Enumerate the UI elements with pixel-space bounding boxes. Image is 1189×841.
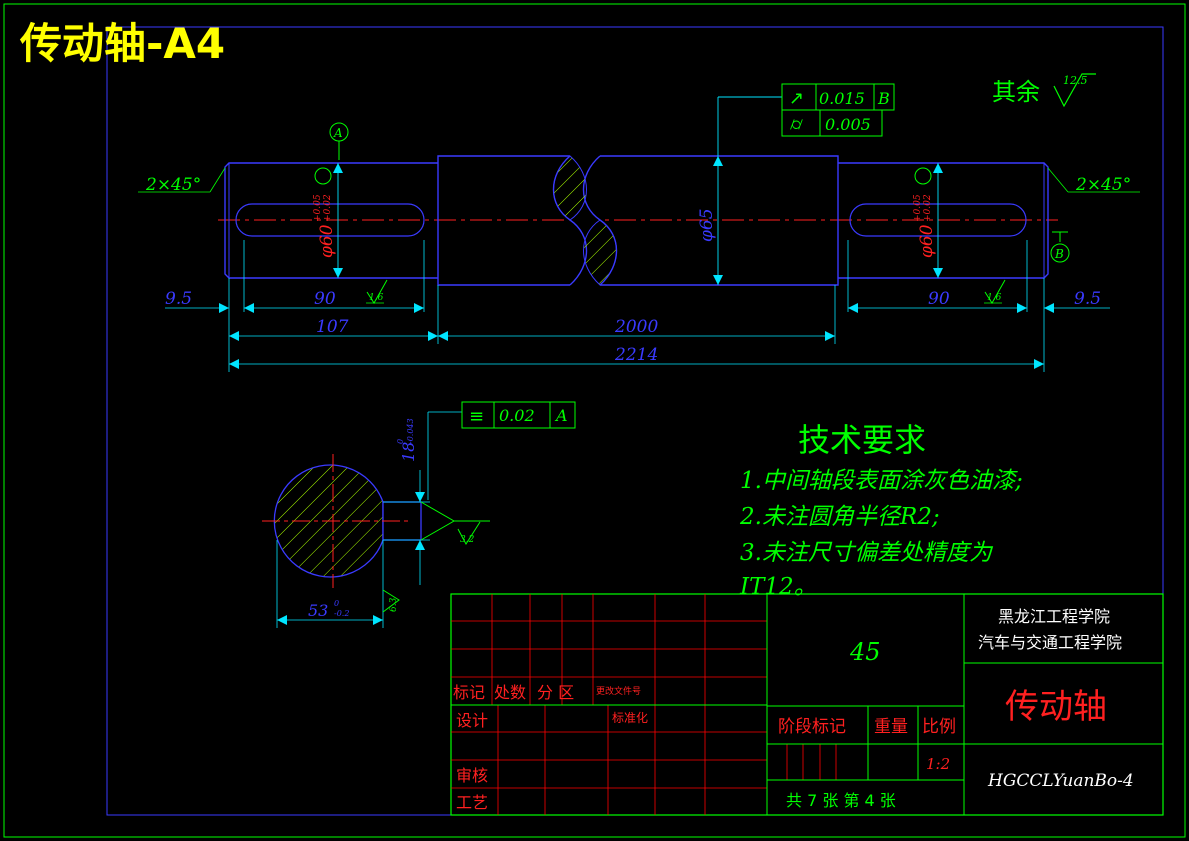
break-hatch-lower <box>583 219 617 286</box>
kw-width-text: 18 <box>399 442 418 462</box>
tb-part-name: 传动轴 <box>1005 687 1107 727</box>
side-rough-mark <box>382 589 400 613</box>
kw-rough-mark <box>420 501 490 541</box>
break-hatch-upper <box>553 155 587 221</box>
gdt-cyl-value: 0.005 <box>825 115 871 134</box>
tech-requirements: 技术要求 1.中间轴段表面涂灰色油漆; 2.未注圆角半径R2; 3.未注尺寸偏差… <box>739 421 1023 600</box>
depth-text: 53 <box>308 601 328 620</box>
finish-label: 其余 <box>992 78 1040 106</box>
dim-right-offset-text: 9.5 <box>1074 289 1101 309</box>
rough-mark-left-value: 1.6 <box>369 293 384 303</box>
gdt-cyl-symbol: ⌭ <box>790 114 803 135</box>
gdt-sym-symbol: ≡ <box>469 406 484 427</box>
datum-b-text: B <box>1054 247 1064 261</box>
dia-right-label: φ60 +0.05 +0.02 <box>913 194 937 258</box>
finish-roughness-icon <box>1053 73 1096 108</box>
right-segment-outline <box>838 162 1049 279</box>
left-segment-outline <box>224 162 438 279</box>
dim-left-key-text: 90 <box>314 289 336 309</box>
finish-roughness-value: 12.5 <box>1063 74 1088 87</box>
side-rough-value: 6.3 <box>389 597 399 612</box>
tb-h-review: 审核 <box>456 766 488 785</box>
title-block: 标记 处数 分 区 更改文件号 设计 标准化 审核 工艺 阶段标记 重量 比例 … <box>450 593 1164 816</box>
middle-segment-outline <box>437 155 839 286</box>
tech-req-item-4: IT12。 <box>739 574 817 600</box>
gdt-sym-datum: A <box>554 406 568 425</box>
tech-req-item-2: 2.未注圆角半径R2; <box>739 504 940 530</box>
dim-total-text: 2214 <box>614 345 658 365</box>
tb-h-zone: 分 区 <box>537 683 574 702</box>
finish-note: 其余 12.5 <box>992 73 1096 108</box>
shaft-main-view: 9.5 90 107 2000 2214 90 9.5 1.6 1.6 2×45… <box>138 83 1140 372</box>
tech-req-item-1: 1.中间轴段表面涂灰色油漆; <box>740 468 1023 494</box>
dia-mid-text: φ65 <box>697 208 717 242</box>
gdt-runout-frame: ↗ 0.015 B <box>781 83 895 111</box>
tb-material: 45 <box>849 638 881 666</box>
tb-h-design: 设计 <box>456 711 488 730</box>
chamfer-left-leader-2 <box>209 167 226 193</box>
tb-h-weight: 重量 <box>874 717 908 737</box>
tb-scale-value: 1:2 <box>926 755 950 773</box>
rough-mark-right: 1.6 <box>984 279 1006 304</box>
datum-e-right-symbol <box>914 167 932 185</box>
chamfer-left-text: 2×45° <box>145 175 201 195</box>
rough-mark-right-value: 1.6 <box>987 293 1002 303</box>
gdt-symmetry-frame: ≡ 0.02 A <box>461 401 576 429</box>
dim-left-offset-text: 9.5 <box>165 289 192 309</box>
chamfer-right-leader-2 <box>1047 167 1069 193</box>
dia-left-label: φ60 +0.05 +0.02 <box>313 194 337 258</box>
chamfer-right-text: 2×45° <box>1075 175 1131 195</box>
depth-tol-up: 0 <box>334 599 339 608</box>
tb-h-doc: 更改文件号 <box>596 685 641 697</box>
tech-req-heading: 技术要求 <box>798 421 926 459</box>
tb-school: 黑龙江工程学院 <box>998 607 1110 626</box>
dia-left-tol-dn: +0.02 <box>323 194 333 222</box>
dia-mid-label: φ65 <box>697 208 717 242</box>
datum-a-symbol: A <box>329 122 349 160</box>
tb-h-qty: 处数 <box>494 683 526 702</box>
dia-left-text: φ60 <box>317 224 337 258</box>
kw-rough-v <box>457 521 481 545</box>
gdt-sym-value: 0.02 <box>499 406 535 425</box>
datum-e-left-symbol <box>314 167 332 185</box>
gdt-runout-symbol: ↗ <box>789 88 804 109</box>
section-view: 18 0 -0.043 3.2 ≡ 0.02 A 53 0 -0.2 6.3 <box>262 401 576 628</box>
gdt-cylindricity-frame: ⌭ 0.005 <box>781 109 883 137</box>
left-keyway <box>235 203 425 237</box>
dia-right-text: φ60 <box>917 224 937 258</box>
gdt-runout-value: 0.015 <box>819 89 865 108</box>
drawing-title: 传动轴-A4 <box>19 19 225 68</box>
dia-right-tol-up: +0.05 <box>913 194 923 222</box>
outer-border <box>3 3 1186 838</box>
tb-h-stage: 阶段标记 <box>778 717 846 737</box>
depth-tol-dn: -0.2 <box>334 609 349 618</box>
kw-width-tol-up: 0 <box>396 439 405 444</box>
tb-h-mark: 标记 <box>453 683 485 702</box>
datum-a-text: A <box>333 126 343 140</box>
dim-left-seg-text: 107 <box>316 317 349 337</box>
rough-mark-left: 1.6 <box>366 279 388 304</box>
tb-drawing-no: HGCCLYuanBo-4 <box>987 771 1134 791</box>
kw-width-label: 18 0 -0.043 <box>396 418 418 462</box>
kw-rough-value: 3.2 <box>460 535 475 545</box>
kw-width-tol-dn: -0.043 <box>406 418 415 444</box>
gdt-runout-datum: B <box>877 89 890 108</box>
tb-sheets: 共 7 张 第 4 张 <box>786 791 896 810</box>
dia-left-tol-up: +0.05 <box>313 194 323 222</box>
dim-middle-text: 2000 <box>614 317 658 337</box>
tb-h-scale: 比例 <box>922 717 956 737</box>
tb-structure <box>451 594 1163 815</box>
tb-h-process: 工艺 <box>456 793 488 812</box>
tb-college: 汽车与交通工程学院 <box>978 633 1122 652</box>
dim-right-key-text: 90 <box>928 289 950 309</box>
tech-req-item-3: 3.未注尺寸偏差处精度为 <box>740 540 994 566</box>
dia-right-tol-dn: +0.02 <box>923 194 933 222</box>
tb-h-std: 标准化 <box>612 711 648 725</box>
datum-b-symbol: B <box>1050 231 1070 263</box>
right-keyway <box>849 203 1027 237</box>
